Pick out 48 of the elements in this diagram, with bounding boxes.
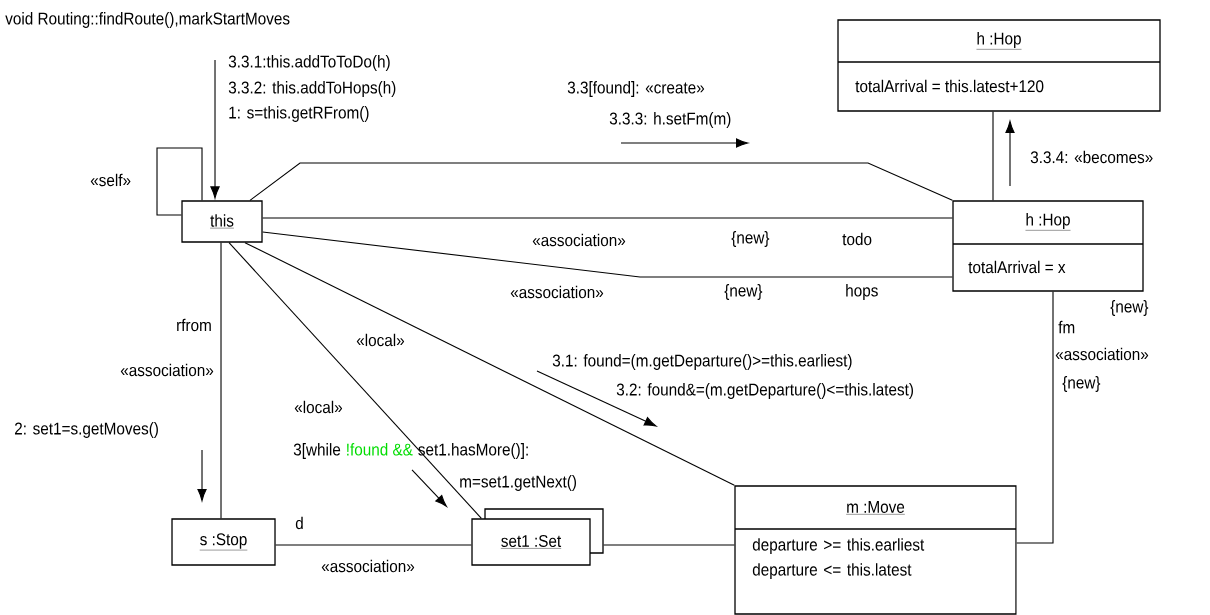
stereotype-label: «self»: [90, 173, 131, 187]
stereotype-label: «association»: [120, 363, 214, 377]
link-line: [262, 217, 953, 219]
link-line: [1016, 291, 1054, 544]
message-label: set1.hasMore()]:: [418, 443, 528, 459]
link-line: [262, 231, 953, 278]
link-line: [156, 147, 203, 216]
stereotype-label: «local»: [356, 333, 405, 347]
stereotype-label: «local»: [294, 400, 343, 414]
guard-label: !found &&: [347, 443, 413, 456]
message-label: m=set1.getNext(): [460, 475, 576, 491]
message-label: 3.1: found=(m.getDeparture()>=this.earliest): [552, 354, 852, 370]
message-label: 3.3.1:this.addToToDo(h): [228, 55, 390, 71]
object-box: set1 :Set: [471, 508, 604, 566]
link-line: [244, 242, 735, 486]
role-label: rfrom: [177, 318, 211, 332]
stereotype-label: «association»: [321, 559, 415, 573]
object-box: s :Stop: [171, 518, 276, 566]
message-label: 2: set1=s.getMoves(): [15, 422, 158, 438]
link-line: [228, 242, 482, 519]
object-box: h :Hop totalArrival = this.latest+120: [837, 19, 1161, 112]
operation-label: void Routing::findRoute(),markStartMoves: [5, 12, 290, 28]
role-label: fm: [1058, 320, 1075, 334]
constraint-label: {new}: [1062, 376, 1101, 392]
message-label: 3.3.4: «becomes»: [1030, 150, 1153, 164]
message-arrow: [210, 59, 220, 199]
message-label: 3[while: [293, 443, 341, 459]
message-label: 3.3.2: this.addToHops(h): [228, 81, 396, 97]
stereotype-label: «association»: [1055, 347, 1149, 361]
object-box: h :Hop totalArrival = x: [952, 200, 1144, 292]
object-box: m :Move departure >= this.earliest departure <= this.latest: [734, 485, 1017, 615]
stereotype-label: «association»: [532, 233, 626, 247]
constraint-label: {new}: [731, 231, 770, 247]
link-line: [249, 162, 953, 201]
link-line: [220, 242, 222, 519]
object-box: this: [181, 200, 263, 243]
role-label: d: [295, 516, 303, 530]
stereotype-label: «association»: [510, 285, 604, 299]
constraint-label: {new}: [724, 284, 763, 300]
link-line: [275, 544, 472, 546]
role-label: hops: [846, 284, 878, 300]
message-label: 3.3[found]: «create»: [567, 81, 705, 97]
link-line: [603, 544, 735, 546]
message-label: 1: s=this.getRFrom(): [229, 106, 369, 122]
message-label: 3.3.3: h.setFm(m): [609, 112, 731, 128]
message-label: 3.2: found&=(m.getDeparture()<=this.latest): [616, 383, 913, 399]
link-line: [992, 111, 994, 201]
role-label: todo: [842, 232, 872, 246]
